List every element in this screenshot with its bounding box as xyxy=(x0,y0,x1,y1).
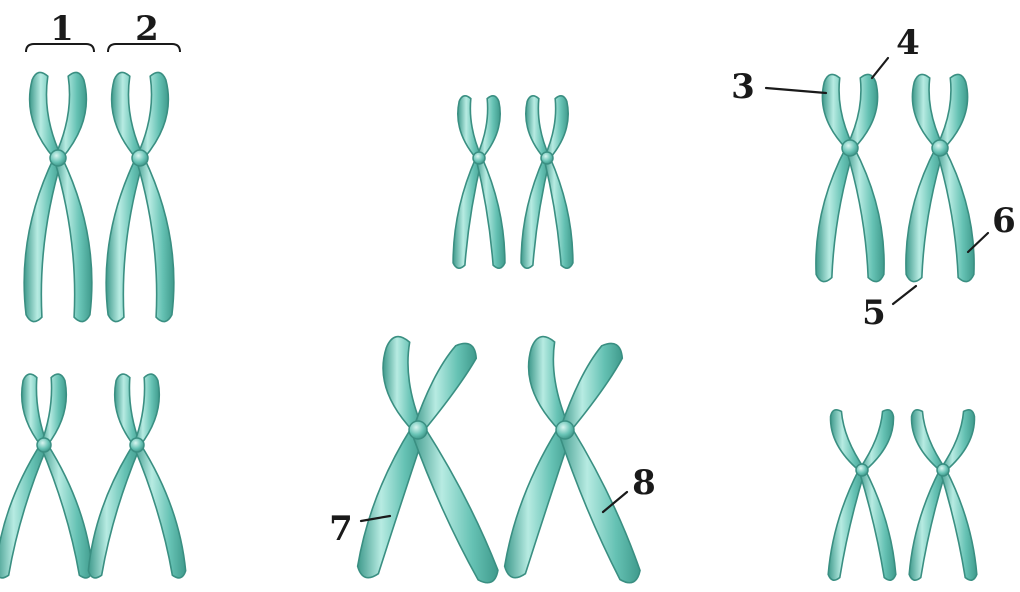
label-3: 3 xyxy=(731,67,755,107)
chromatid-arm xyxy=(912,410,946,471)
chromatid-arm xyxy=(526,96,550,159)
leader-3 xyxy=(766,88,826,93)
label-2: 2 xyxy=(135,9,159,49)
chromatid-arm xyxy=(22,374,47,446)
centromere xyxy=(556,421,574,439)
chromatid-arm xyxy=(561,343,623,432)
chromosome-tc-1 xyxy=(453,96,505,268)
chromosome-bl-2 xyxy=(88,374,185,578)
chromatid-arm xyxy=(937,74,968,149)
chromatid-arm xyxy=(41,444,93,578)
chromosome-tr-2 xyxy=(906,74,974,281)
chromatid-arm xyxy=(136,72,168,158)
chromatid-arm xyxy=(115,374,140,446)
chromatid-arm xyxy=(831,410,865,471)
chromatid-arm xyxy=(912,74,943,149)
chromatid-arm xyxy=(112,72,144,158)
leader-4 xyxy=(872,58,888,78)
chromatid-arm xyxy=(476,157,505,268)
chromosome-br-2 xyxy=(909,410,977,580)
chromatid-arm xyxy=(30,72,62,158)
chromatid-arm xyxy=(936,147,974,281)
chromatid-arm xyxy=(909,469,946,580)
chromatid-arm xyxy=(816,147,854,281)
chromatid-arm xyxy=(412,427,498,583)
label-8: 8 xyxy=(632,463,656,503)
chromosome-tc-2 xyxy=(521,96,573,268)
chromatid-arm xyxy=(906,147,944,281)
centromere xyxy=(130,438,144,452)
centromere xyxy=(132,150,148,166)
chromatid-arm xyxy=(106,157,144,321)
leader-lines xyxy=(361,58,988,521)
chromatid-arm xyxy=(88,444,140,578)
centromere xyxy=(932,140,948,156)
chromatid-arm xyxy=(559,427,640,583)
chromosome-br-1 xyxy=(828,410,896,580)
label-7: 7 xyxy=(329,509,353,549)
chromatid-arm xyxy=(358,428,425,578)
chromatid-arm xyxy=(544,96,568,159)
centromere xyxy=(409,421,427,439)
chromatid-arm xyxy=(414,343,476,432)
centromere xyxy=(842,140,858,156)
label-5: 5 xyxy=(862,293,886,333)
chromosome-tr-1 xyxy=(816,74,884,281)
chromosome-group xyxy=(0,72,977,582)
chromosome-7 xyxy=(358,337,498,583)
chromosome-bl-1 xyxy=(0,374,93,578)
leader-5 xyxy=(893,286,916,304)
chromatid-arm xyxy=(134,374,159,446)
chromosome-8 xyxy=(505,337,640,583)
chromatid-arm xyxy=(41,374,66,446)
chromatid-arm xyxy=(822,74,853,149)
chromosome-2 xyxy=(106,72,174,321)
centromere xyxy=(856,464,868,476)
centromere xyxy=(37,438,51,452)
label-1: 1 xyxy=(50,9,74,49)
chromosome-1 xyxy=(24,72,92,321)
centromere xyxy=(541,152,553,164)
chromatid-arm xyxy=(521,157,550,268)
chromatid-arm xyxy=(24,157,62,321)
chromatid-arm xyxy=(859,469,896,580)
label-4: 4 xyxy=(896,23,920,63)
chromatid-arm xyxy=(476,96,500,159)
centromere xyxy=(473,152,485,164)
chromatid-arm xyxy=(860,410,894,471)
centromere xyxy=(937,464,949,476)
centromere xyxy=(50,150,66,166)
chromatid-arm xyxy=(847,74,878,149)
chromatid-arm xyxy=(54,157,92,321)
chromatid-arm xyxy=(544,157,573,268)
chromatid-arm xyxy=(458,96,482,159)
chromatid-arm xyxy=(846,147,884,281)
chromatid-arm xyxy=(940,469,977,580)
chromatid-arm xyxy=(941,410,975,471)
label-6: 6 xyxy=(992,201,1016,241)
chromatid-arm xyxy=(828,469,865,580)
chromatid-arm xyxy=(453,157,482,268)
chromatid-arm xyxy=(136,157,174,321)
chromatid-arm xyxy=(54,72,86,158)
chromatid-arm xyxy=(505,428,572,578)
chromatid-arm xyxy=(134,444,186,578)
chromatid-arm xyxy=(0,444,47,578)
